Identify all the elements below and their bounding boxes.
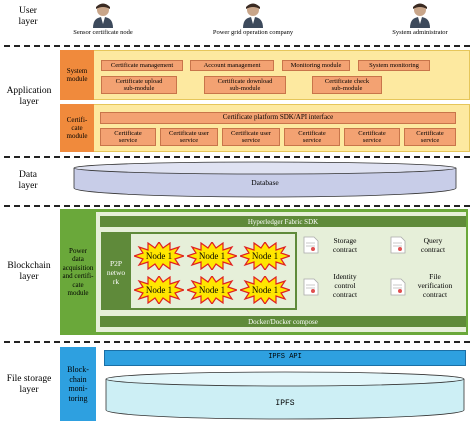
ipfs-cylinder	[105, 371, 465, 420]
person-icon	[243, 3, 263, 28]
node-starburst	[187, 242, 237, 270]
database-cylinder	[73, 161, 457, 198]
submodule-certificate-check: Certificate check sub-module	[312, 76, 382, 94]
user-label: System administrator	[392, 29, 448, 36]
module-certificate-management: Certificate management	[101, 60, 183, 71]
node-starburst	[134, 276, 184, 304]
module-account-management: Account management	[190, 60, 274, 71]
node-starburst	[187, 276, 237, 304]
user-layer-label: User layer	[18, 6, 38, 27]
certificate-module-title: Certifi- cate module	[60, 104, 94, 152]
submodule-certificate-upload: Certificate upload sub-module	[101, 76, 177, 94]
system-module-title: System module	[60, 50, 94, 100]
certificate-service: Certificate service	[344, 128, 400, 146]
user-sensor-node: Sensor certificate node	[60, 2, 146, 36]
user-label: Power grid operation company	[212, 29, 294, 36]
node-starburst	[134, 242, 184, 270]
user-grid-company: Power grid operation company	[200, 2, 306, 36]
data-layer-label: Data layer	[18, 170, 38, 191]
certificate-user-service: Certificate user service	[222, 128, 280, 146]
person-icon	[410, 3, 430, 28]
node-starburst	[240, 276, 290, 304]
document-icon	[390, 236, 406, 254]
user-label: Sensor certificate node	[73, 29, 133, 36]
file-storage-layer-label: File storage layer	[6, 374, 52, 395]
ipfs-label: IPFS	[275, 399, 295, 408]
certificate-service: Certificate service	[404, 128, 456, 146]
node-starburst	[240, 242, 290, 270]
blockchain-layer-label: Blockchain layer	[7, 261, 51, 282]
node-label: Node 1	[145, 251, 173, 261]
hyperledger-sdk-bar: Hyperledger Fabric SDK	[100, 216, 466, 227]
document-icon	[390, 278, 406, 296]
node-label: Node 1	[251, 285, 279, 295]
certificate-user-service: Certificate user service	[160, 128, 218, 146]
document-icon	[303, 278, 319, 296]
certificate-service: Certificate service	[284, 128, 340, 146]
node-label: Node 1	[198, 285, 226, 295]
node-label: Node 1	[251, 251, 279, 261]
submodule-certificate-download: Certificate download sub-module	[204, 76, 286, 94]
person-icon	[93, 3, 113, 28]
certificate-service: Certificate service	[100, 128, 156, 146]
module-monitoring: Monitoring module	[282, 60, 350, 71]
divider	[4, 205, 470, 207]
document-icon	[303, 236, 319, 254]
user-administrator: System administrator	[382, 2, 458, 36]
certificate-sdk-bar: Certificate platform SDK/API interface	[100, 112, 456, 124]
node-label: Node 1	[198, 251, 226, 261]
file-verification-contract: File verification contract	[417, 272, 453, 299]
docker-bar: Docker/Docker compose	[100, 316, 466, 327]
storage-contract: Storage contract	[332, 236, 358, 254]
ipfs-api-bar	[104, 350, 466, 366]
ipfs-api-label: IPFS API	[268, 353, 302, 361]
database-label: Database	[251, 178, 279, 187]
divider	[4, 156, 470, 158]
power-data-module: Power data acquisition and certifi- cate…	[62, 246, 94, 298]
node-label: Node 1	[145, 285, 173, 295]
application-layer-label: Application layer	[6, 86, 52, 107]
module-system-monitoring: System monitoring	[358, 60, 430, 71]
divider	[4, 341, 470, 343]
divider	[4, 45, 470, 47]
p2p-network-label: P2P netwo rk	[106, 258, 126, 286]
query-contract: Query contract	[420, 236, 446, 254]
blockchain-monitoring-panel: Block- chain moni- toring	[60, 347, 96, 421]
identity-control-contract: Identity control contract	[332, 272, 358, 299]
